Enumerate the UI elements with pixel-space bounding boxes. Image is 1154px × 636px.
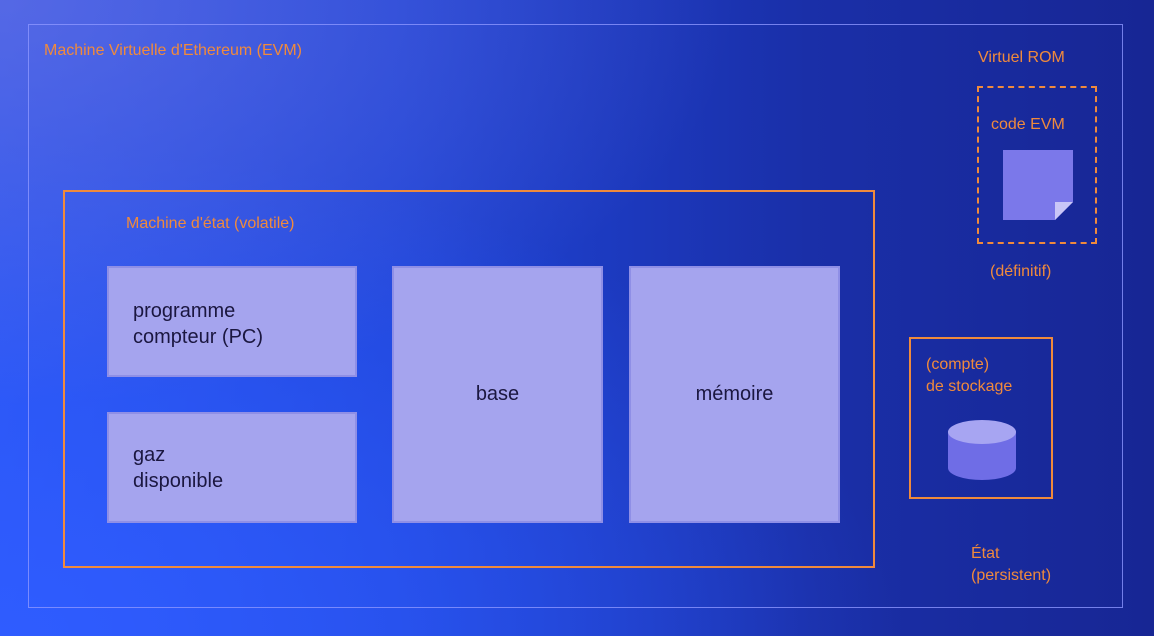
account-storage-label: (compte) de stockage [926, 354, 1012, 398]
available-gas-line1: gaz [133, 444, 166, 466]
world-state-line1: État [971, 545, 1000, 562]
account-storage-box [909, 337, 1053, 499]
state-machine-box [63, 190, 875, 568]
virtual-rom-label: Virtuel ROM [978, 49, 1065, 66]
database-icon [946, 418, 1018, 489]
state-machine-label: Machine d'état (volatile) [126, 215, 295, 232]
stack-label: base [475, 383, 520, 405]
document-icon [1003, 150, 1073, 225]
available-gas-label: gaz disponible [133, 442, 223, 494]
permanent-label: (définitif) [990, 263, 1052, 280]
account-storage-line1: (compte) [926, 356, 990, 373]
program-counter-label: programme compteur (PC) [133, 298, 263, 350]
world-state-label: État (persistent) [971, 543, 1051, 587]
program-counter-cell: programme compteur (PC) [107, 266, 357, 377]
available-gas-line2: disponible [133, 470, 224, 492]
world-state-line2: (persistent) [971, 567, 1052, 584]
evm-container [28, 24, 1123, 608]
program-counter-line1: programme [133, 300, 236, 322]
memory-label: mémoire [695, 383, 774, 405]
virtual-rom-box [977, 86, 1097, 244]
evm-code-label: code EVM [991, 116, 1065, 133]
memory-cell: mémoire [629, 266, 840, 523]
evm-title: Machine Virtuelle d'Ethereum (EVM) [44, 42, 302, 59]
account-storage-line2: de stockage [926, 378, 1013, 395]
available-gas-cell: gaz disponible [107, 412, 357, 523]
program-counter-line2: compteur (PC) [133, 326, 264, 348]
stack-cell: base [392, 266, 603, 523]
